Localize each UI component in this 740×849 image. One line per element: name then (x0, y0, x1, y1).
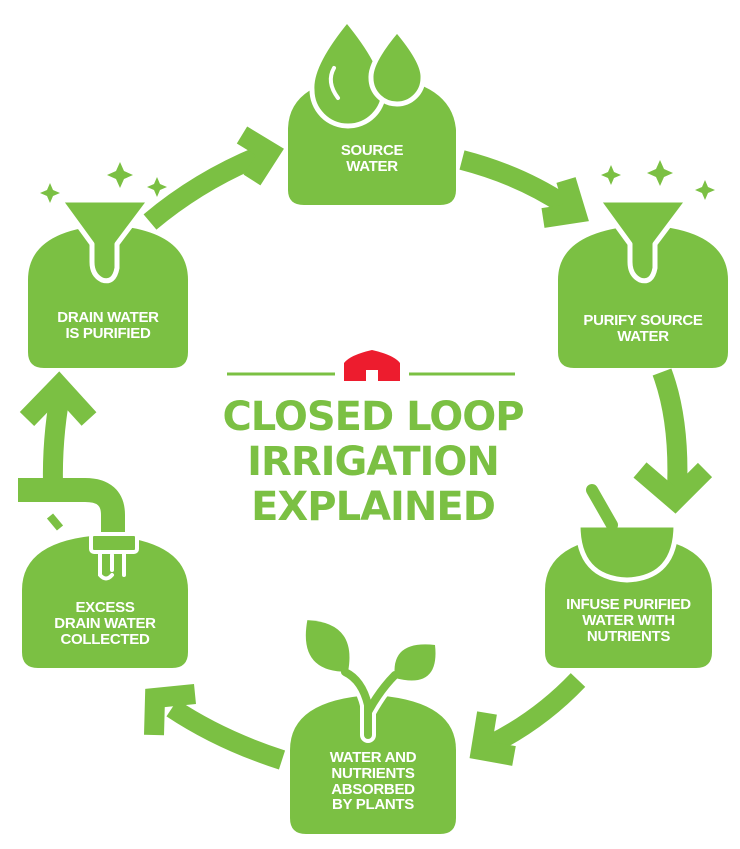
flow-arrow-3-to-4 (469, 673, 586, 766)
flow-arrow-1-to-2 (459, 150, 589, 228)
step-label-purify-source-water: PURIFY SOURCE WATER (583, 312, 703, 345)
step-source-water (288, 16, 456, 205)
diagram-title: CLOSED LOOP IRRIGATION EXPLAINED (218, 395, 528, 530)
funnel-sparkle-icon (40, 162, 167, 284)
step-tile (22, 535, 188, 668)
mortar-pestle-icon (575, 484, 679, 583)
step-label-infuse-nutrients: INFUSE PURIFIED WATER WITH NUTRIENTS (566, 596, 691, 645)
flow-arrow-5-to-6 (19, 371, 97, 486)
step-excess-drain-collected (18, 478, 188, 668)
step-purify-source-water (558, 160, 728, 368)
step-drain-water-purified (28, 162, 188, 368)
step-tile (290, 695, 456, 834)
step-label-drain-water-purified: DRAIN WATER IS PURIFIED (57, 309, 159, 342)
step-tile (558, 225, 728, 368)
flow-arrow-6-to-1 (143, 126, 284, 230)
title-line: EXPLAINED (251, 484, 496, 530)
sprout-icon (305, 620, 436, 743)
step-absorbed-by-plants (290, 620, 456, 834)
flow-arrow-4-to-5 (144, 684, 286, 770)
water-drops-icon (309, 16, 426, 129)
step-label-excess-drain-collected: EXCESS DRAIN WATER COLLECTED (54, 599, 156, 648)
drain-pipe-icon (18, 478, 139, 581)
step-label-absorbed-by-plants: WATER AND NUTRIENTS ABSORBED BY PLANTS (329, 749, 417, 814)
step-tile (28, 225, 188, 368)
step-tile (545, 535, 712, 668)
funnel-sparkle-icon (595, 160, 715, 284)
barn-icon (344, 350, 400, 381)
title-line: IRRIGATION (247, 439, 500, 485)
step-label-source-water: SOURCE WATER (340, 142, 404, 175)
step-infuse-nutrients (545, 484, 712, 668)
flow-arrow-2-to-3 (633, 368, 713, 514)
title-line: CLOSED LOOP (222, 394, 524, 440)
